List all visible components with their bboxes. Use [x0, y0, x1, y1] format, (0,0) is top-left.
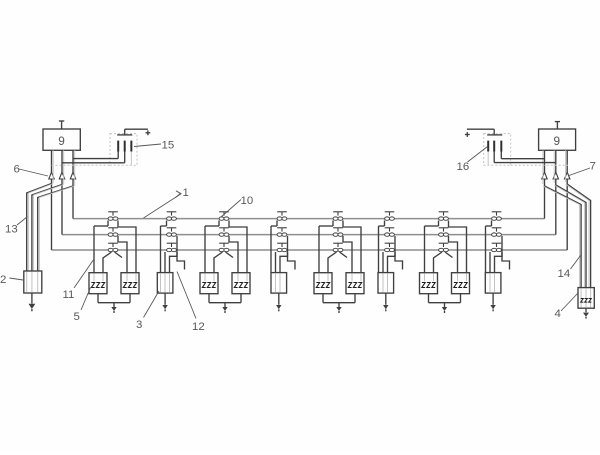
svg-text:12: 12 [192, 321, 205, 333]
svg-text:9: 9 [554, 134, 561, 148]
svg-text:7: 7 [590, 161, 596, 173]
svg-text:5: 5 [74, 311, 80, 323]
svg-text:1: 1 [183, 187, 189, 199]
svg-text:16: 16 [457, 161, 470, 173]
svg-text:11: 11 [63, 289, 75, 301]
svg-text:15: 15 [162, 139, 175, 151]
svg-text:4: 4 [555, 308, 561, 320]
svg-text:2: 2 [0, 274, 6, 286]
svg-text:9: 9 [58, 134, 65, 148]
svg-text:10: 10 [241, 195, 254, 207]
svg-text:14: 14 [558, 268, 571, 280]
svg-text:3: 3 [136, 319, 142, 331]
svg-text:13: 13 [5, 224, 18, 236]
svg-text:6: 6 [14, 163, 20, 175]
